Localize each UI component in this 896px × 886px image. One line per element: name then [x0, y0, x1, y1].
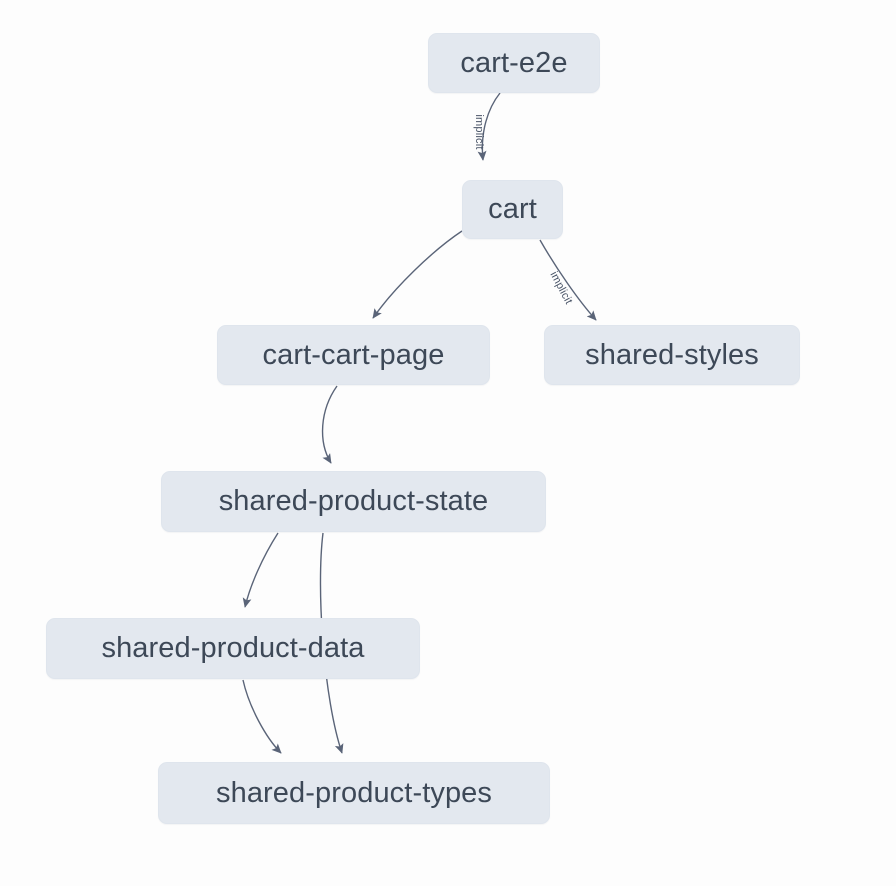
graph-node-shared-styles[interactable]: shared-styles — [544, 325, 800, 385]
graph-node-label: shared-styles — [585, 338, 759, 371]
graph-node-shared-product-types[interactable]: shared-product-types — [158, 762, 550, 824]
graph-node-label: shared-product-data — [101, 632, 365, 664]
graph-node-label: shared-product-state — [218, 485, 489, 517]
edge-cart-shared-styles-label: implicit — [547, 269, 575, 307]
edge-cart-shared-styles — [539, 239, 597, 321]
edge-cart-e2e-cart — [477, 92, 501, 161]
edge-cart-e2e-cart-label: implicit — [473, 114, 485, 150]
graph-node-label: cart-cart-page — [262, 338, 445, 371]
graph-node-cart-e2e[interactable]: cart-e2e — [428, 33, 600, 93]
graph-node-shared-product-state[interactable]: shared-product-state — [161, 471, 546, 532]
graph-node-label: cart — [488, 193, 537, 225]
edge-cart-cart-page-shared-product-state — [321, 385, 338, 464]
graph-node-label: shared-product-types — [215, 776, 493, 809]
graph-node-cart[interactable]: cart — [462, 180, 563, 239]
edge-shared-product-data-shared-product-types — [242, 679, 282, 754]
graph-node-label: cart-e2e — [460, 46, 568, 79]
edge-cart-cart-cart-page — [372, 230, 463, 319]
graph-node-shared-product-data[interactable]: shared-product-data — [46, 618, 420, 679]
edge-shared-product-state-shared-product-data — [242, 532, 279, 608]
graph-node-cart-cart-page[interactable]: cart-cart-page — [217, 325, 490, 385]
